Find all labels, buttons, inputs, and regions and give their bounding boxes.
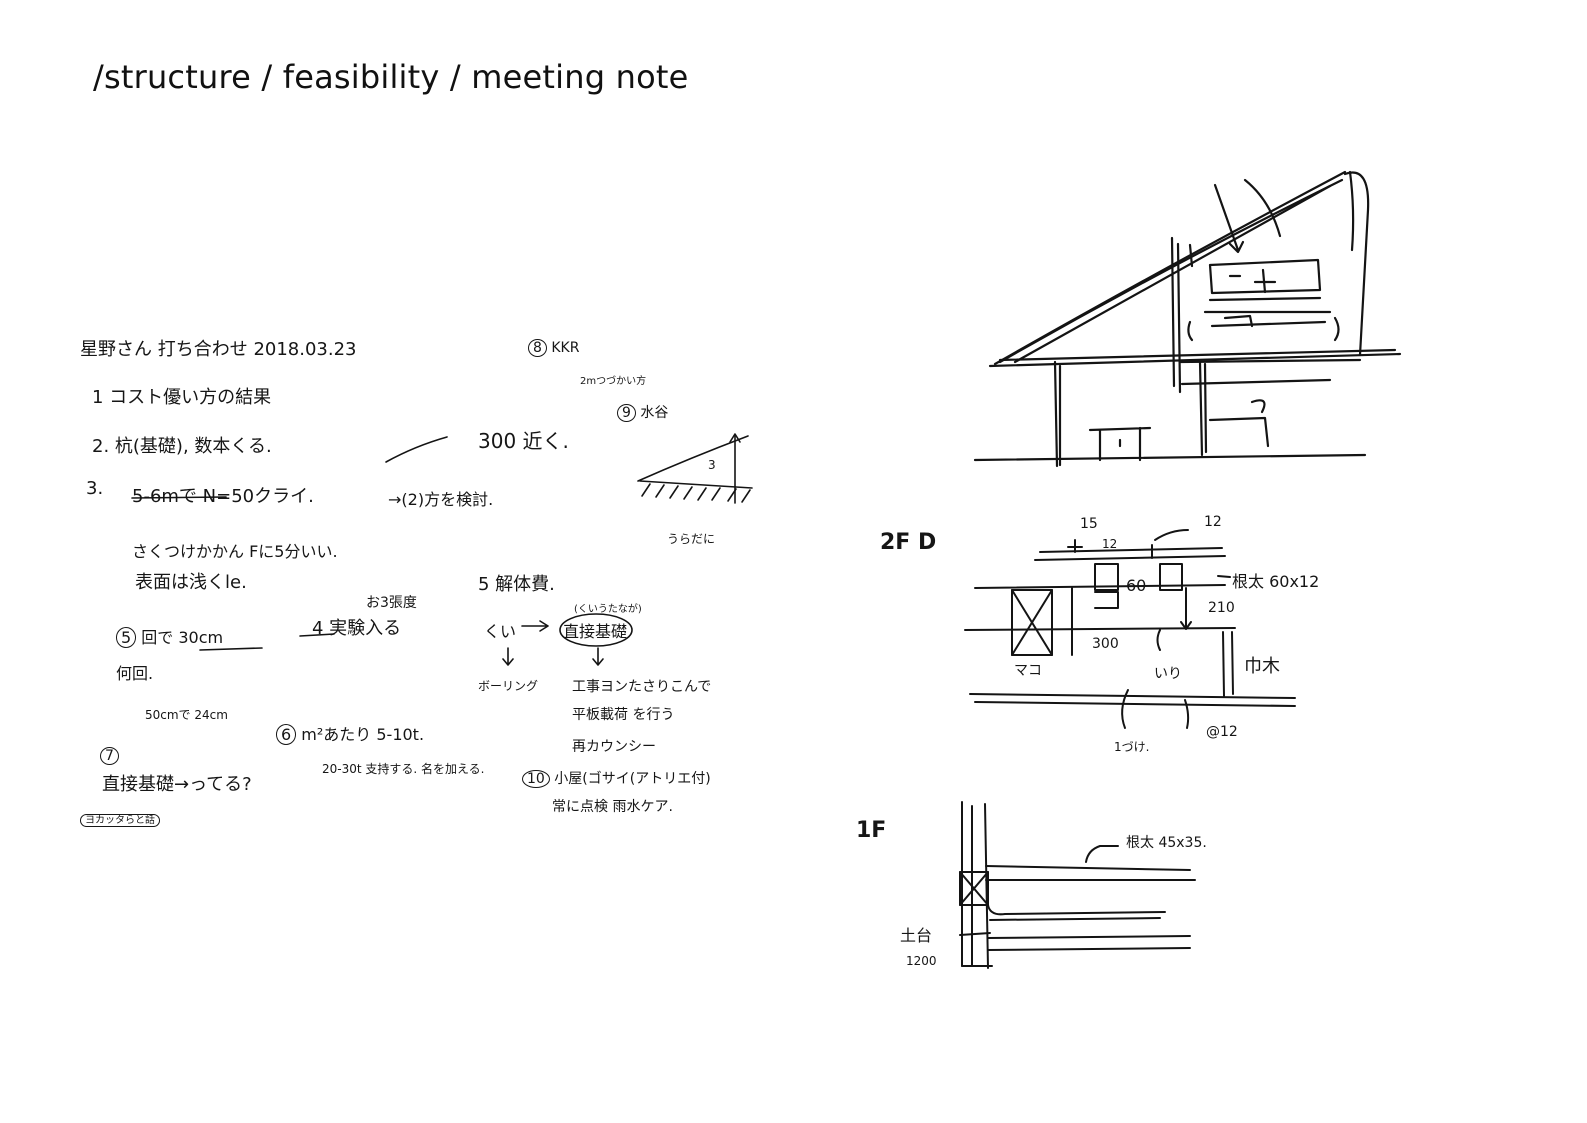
note-8-text: KKR <box>551 340 580 356</box>
floor1-sketch <box>959 801 1196 969</box>
note-10-row: 10 小屋(ゴサイ(アトリエ付) <box>522 768 711 788</box>
note-7-text: 直接基礎→ってる? <box>102 774 252 795</box>
floor2-dim-12a: 12 <box>1102 537 1118 551</box>
floor1-base-dim: 1200 <box>906 954 937 968</box>
section-sketch <box>973 170 1402 468</box>
floor2-dim-300: 300 <box>1092 636 1119 652</box>
slope-sub: うらだに <box>667 532 716 546</box>
note-item-5-b2: 平板載荷 を行う <box>572 707 675 723</box>
note-8-sub: 2mつづかい方 <box>580 376 647 387</box>
page-title: /structure / feasibility / meeting note <box>93 58 689 96</box>
note-item-2: 2. 杭(基礎), 数本くる. <box>92 436 272 457</box>
note-6-circle: 6 <box>276 724 297 745</box>
floor2-mark: マコ <box>1014 663 1042 679</box>
note-item-5-mid: 直接基礎 <box>563 622 628 641</box>
floor2-note-left: 1づけ. <box>1114 740 1150 754</box>
note-8-row: 8 KKR <box>528 339 580 357</box>
note-item-5-b3: 再カウンシー <box>572 739 656 755</box>
note-5-sub: 何回. <box>116 664 154 683</box>
floor2-label: 2F D <box>880 530 937 555</box>
note-8-circle: 8 <box>528 339 547 357</box>
slope-sketch <box>637 433 753 504</box>
note-item-4-top: お3張度 <box>366 595 417 611</box>
floor2-joist: 根太 60x12 <box>1232 572 1320 591</box>
note-9-circle: 9 <box>617 404 636 422</box>
note-item-5-left: くい <box>484 622 517 641</box>
note-7-box-wrap: ヨカッタらと話 <box>80 811 160 827</box>
note-7-circle-wrap: 7 <box>100 747 119 765</box>
note-10-sub: 常に点検 雨水ケア. <box>552 799 673 815</box>
note-item-5: 5 解体費. <box>478 574 555 595</box>
floor2-dim-15: 15 <box>1080 516 1098 532</box>
floor2-sketch <box>964 529 1296 729</box>
note-5-text: 回で 30cm <box>141 628 224 647</box>
note-item-1: 1 コスト優い方の結果 <box>92 387 272 408</box>
note-9-text: 水谷 <box>640 405 669 421</box>
floor2-note-mid: いり <box>1154 666 1182 682</box>
note-6-sub: 20-30t 支持する. 名を加える. <box>322 762 485 776</box>
note-item-3-sub2: 表面は浅くle. <box>135 572 247 593</box>
floor1-joist: 根太 45x35. <box>1126 835 1207 851</box>
note-item-5-b1: 工事ヨンたさりこんで <box>572 679 712 695</box>
note-10-circle: 10 <box>522 770 550 788</box>
floor2-dim-60: 60 <box>1126 576 1147 595</box>
floor1-base: 土台 <box>900 926 933 945</box>
floor1-label: 1F <box>856 818 887 843</box>
floor2-note-right: @12 <box>1206 724 1238 740</box>
note-item-3-number: 3. <box>86 478 104 499</box>
note-header: 星野さん 打ち合わせ 2018.03.23 <box>80 339 357 360</box>
note-7-circle: 7 <box>100 747 119 765</box>
note-10-text: 小屋(ゴサイ(アトリエ付) <box>554 771 711 787</box>
note-item-5-boring: ボーリング <box>478 679 539 693</box>
note-5-circle: 5 <box>116 627 137 648</box>
note-item-5-note: (くいうたなが) <box>574 604 642 615</box>
slope-label: 3 <box>708 458 716 472</box>
floor2-beam: 巾木 <box>1244 656 1280 677</box>
note-6-row: 6 m²あたり 5-10t. <box>276 721 424 745</box>
note-9-row: 9 水谷 <box>617 402 668 422</box>
note-5-row: 5 回で 30cm <box>116 624 223 648</box>
note-item-3-arrow: →(2)方を検討. <box>388 490 494 509</box>
floor2-dim-210: 210 <box>1208 600 1235 616</box>
note-underlines <box>131 436 633 666</box>
note-6-text: m²あたり 5-10t. <box>301 725 425 744</box>
note-item-3-sub1: さくつけかかん Fに5分いい. <box>132 542 338 561</box>
floor2-dim-12b: 12 <box>1204 514 1222 530</box>
note-item-2-right: 300 近く. <box>478 429 569 453</box>
note-7-box: ヨカッタらと話 <box>80 814 160 827</box>
note-50cm: 50cmで 24cm <box>145 708 228 722</box>
